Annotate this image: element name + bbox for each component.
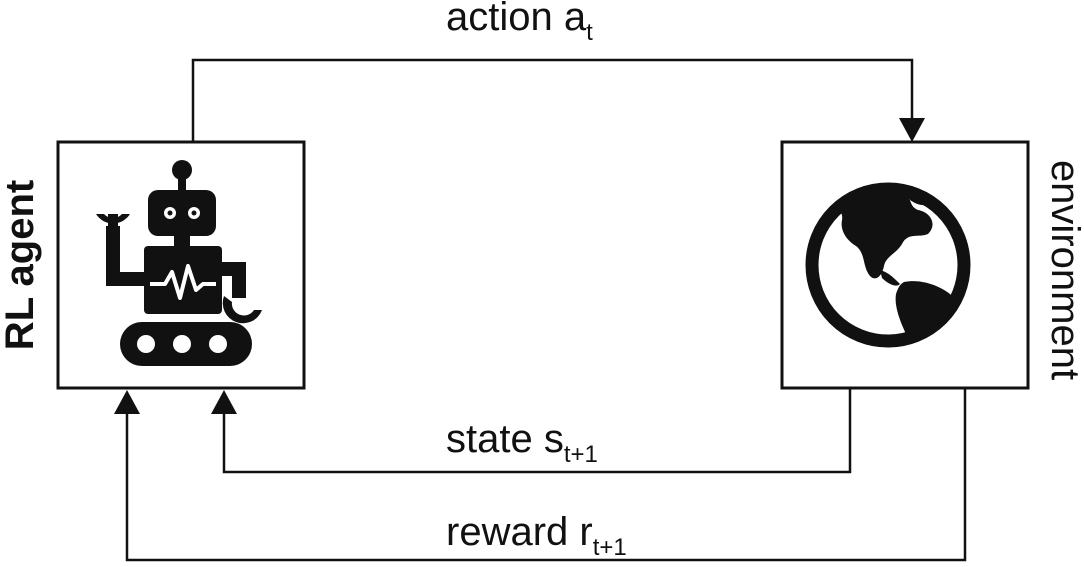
action-label: action at [446,0,593,46]
environment-label: environment [1043,160,1084,380]
reward-word: reward r [446,510,593,554]
state-word: state s [446,417,564,461]
state-arrowhead [211,390,237,414]
reward-label: reward rt+1 [446,510,627,561]
state-label: state st+1 [446,417,598,468]
reward-subscript: t+1 [593,534,627,561]
action-arrowhead [899,118,925,142]
environment-box [780,140,1030,390]
robot-icon [96,160,262,366]
agent-box [56,140,306,390]
state-subscript: t+1 [564,441,598,468]
reward-arrowhead [114,390,140,414]
agent-label: RL agent [0,180,42,350]
action-subscript: t [586,19,593,46]
globe-icon [805,182,971,348]
reward-arrow-line [125,388,967,562]
action-arrow-line [191,58,914,142]
state-arrow-line [222,388,852,474]
action-word: action a [446,0,587,39]
